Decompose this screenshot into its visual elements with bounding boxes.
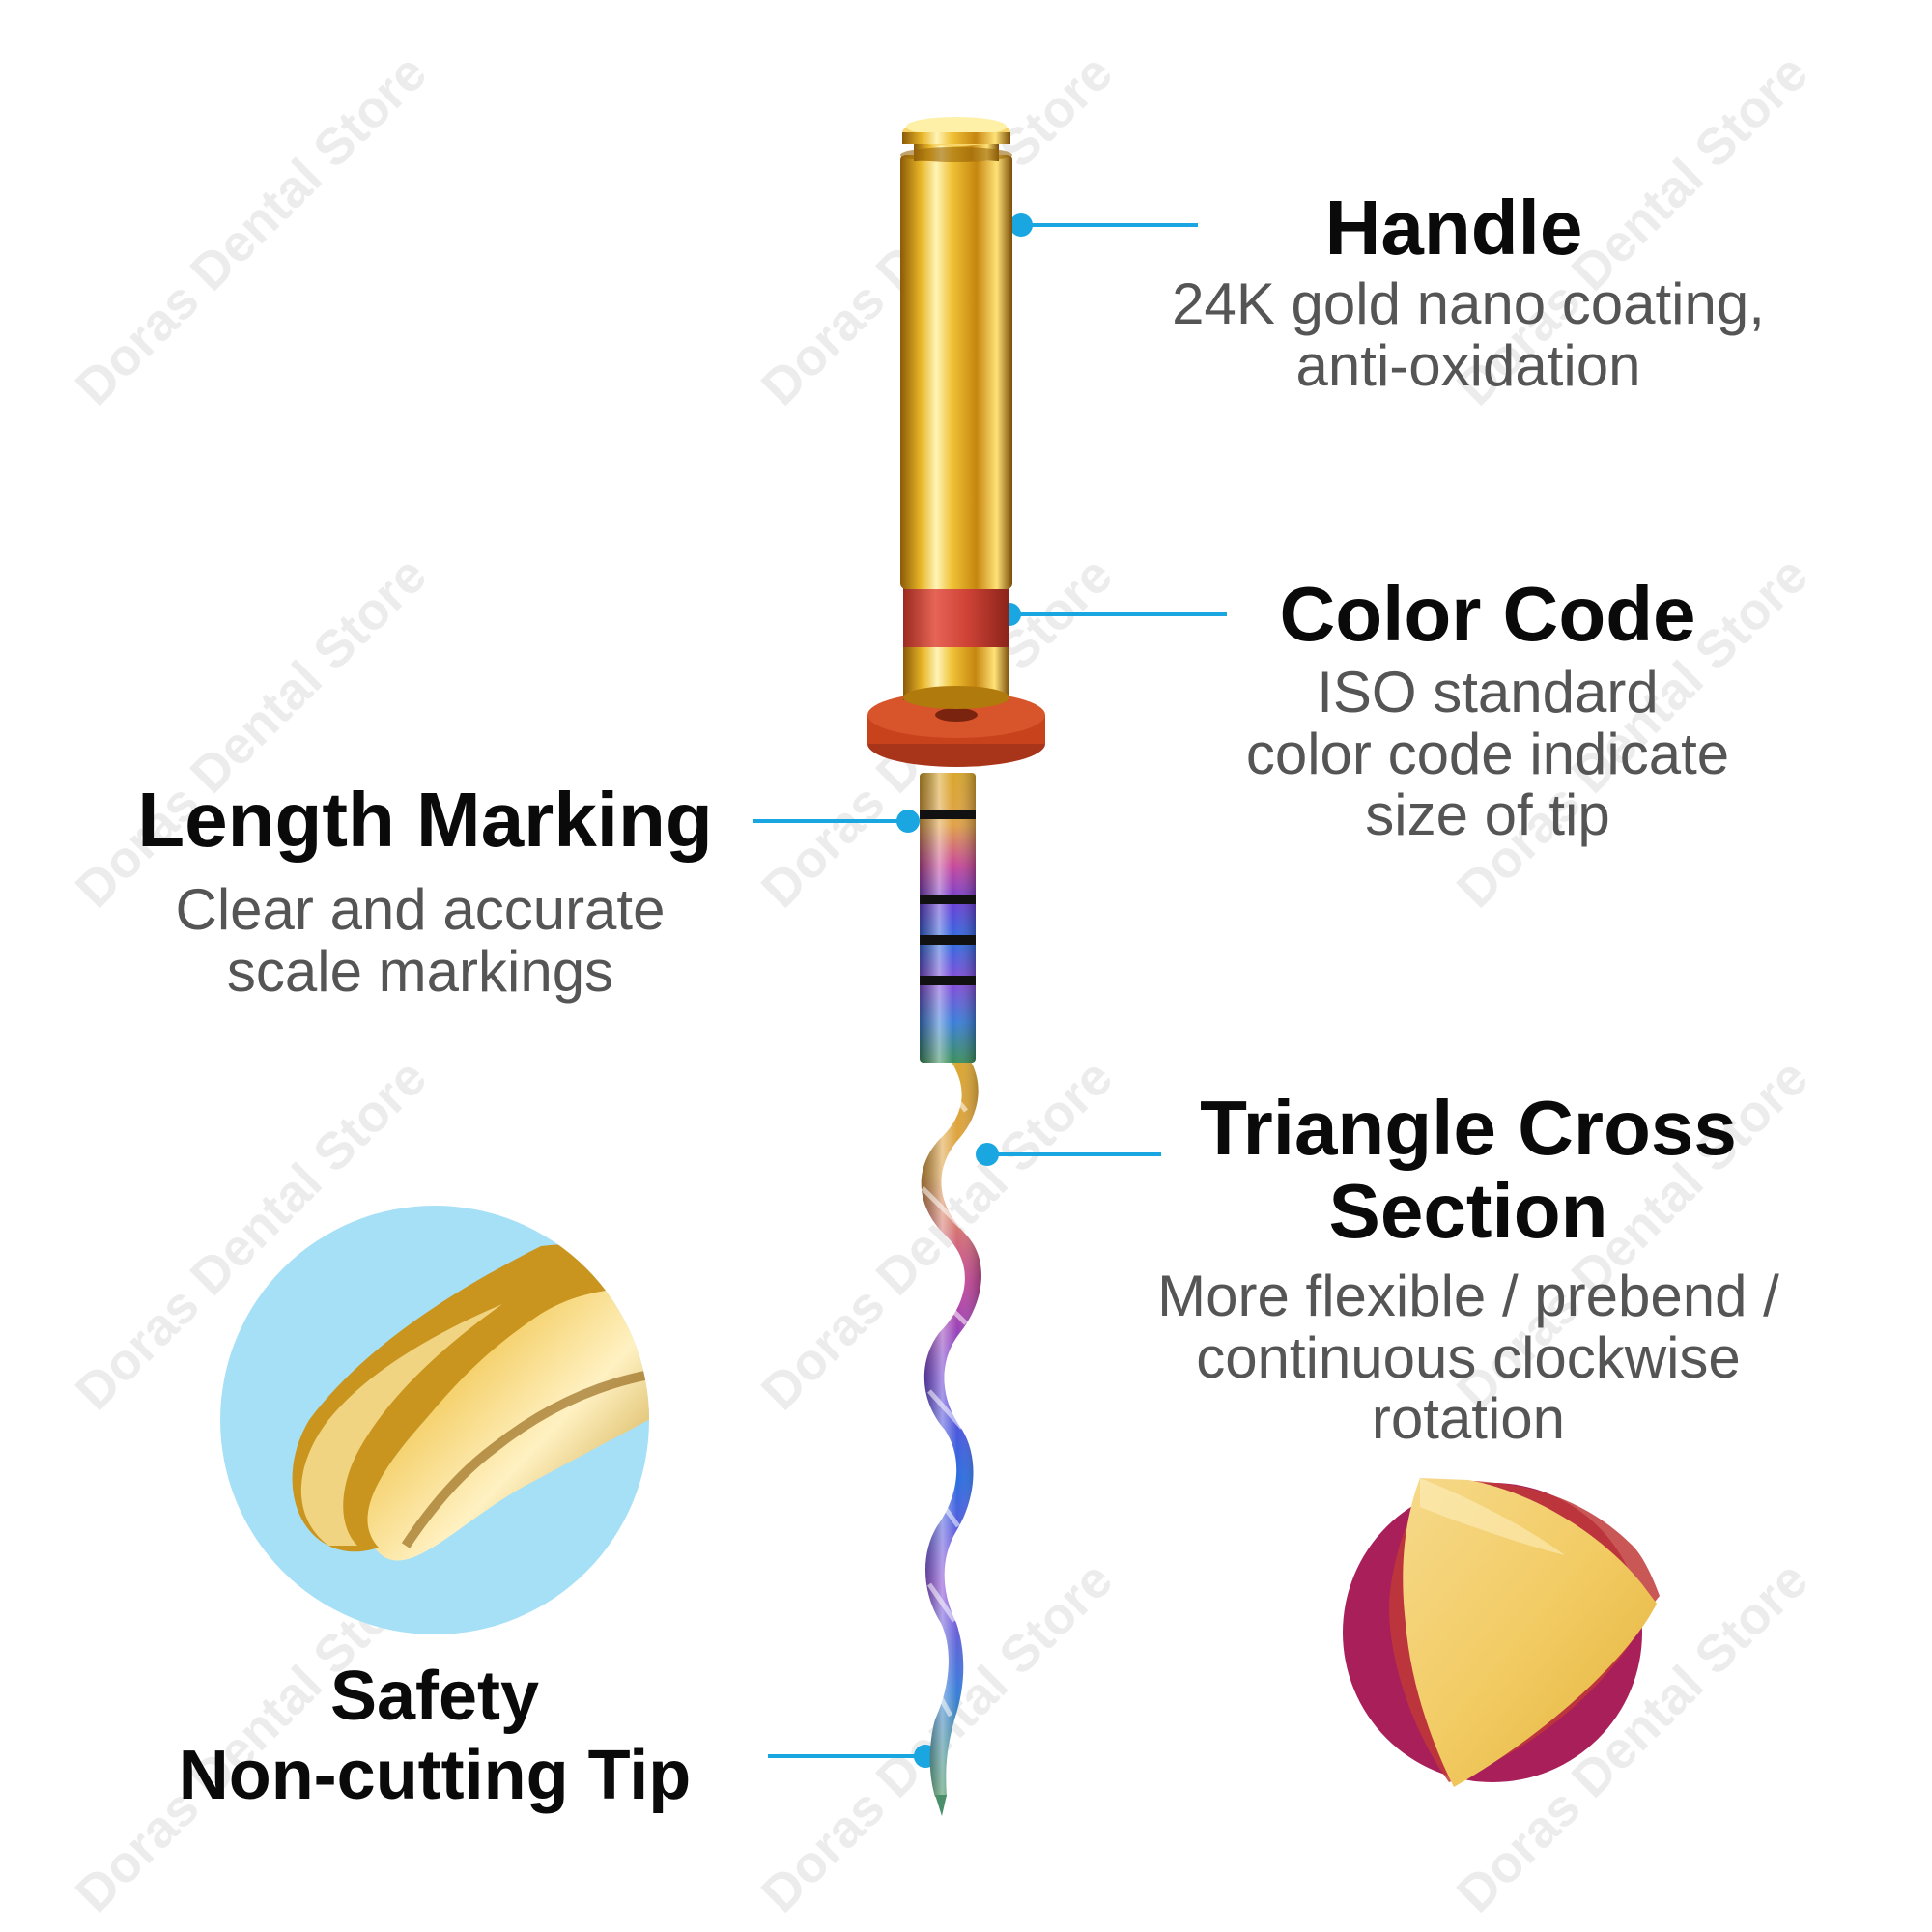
color-code-description-line: ISO standard: [1317, 660, 1659, 724]
handle-description-line: anti-oxidation: [1295, 332, 1641, 398]
handle-description: 24K gold nano coating, anti-oxidation: [1121, 273, 1816, 396]
triangle-cross-section-description: More flexible / prebend / continuous clo…: [1121, 1265, 1816, 1450]
safety-tip-illustration: [220, 1206, 649, 1634]
triangle-description-line: continuous clockwise: [1196, 1324, 1741, 1390]
triangle-cross-section-illustration: [1343, 1478, 1660, 1787]
handle-title: Handle: [1324, 185, 1583, 270]
color-code-description-line: color code indicate: [1245, 721, 1730, 786]
triangle-title-line: Triangle Cross: [1200, 1085, 1737, 1171]
safety-title-line: Safety: [329, 1658, 540, 1735]
handle-description-line: 24K gold nano coating,: [1172, 271, 1765, 336]
triangle-description-line: More flexible / prebend /: [1157, 1264, 1779, 1328]
length-marking-description-line: Clear and accurate: [175, 877, 666, 942]
length-marking-title: Length Marking: [137, 777, 713, 863]
length-marking-description-line: scale markings: [226, 938, 614, 1004]
safety-title-line: Non-cutting Tip: [178, 1737, 692, 1815]
endodontic-file: [867, 117, 1045, 1816]
triangle-description-line: rotation: [1371, 1386, 1566, 1452]
color-code-title: Color Code: [1279, 571, 1696, 657]
color-code-description: ISO standard color code indicate size of…: [1188, 662, 1787, 846]
triangle-title-line: Section: [1328, 1168, 1608, 1255]
length-marking-description: Clear and accurate scale markings: [145, 879, 696, 1002]
color-code-description-line: size of tip: [1365, 782, 1610, 848]
triangle-cross-section-title: Triangle Cross Section: [1169, 1085, 1768, 1255]
safety-tip-title: Safety Non-cutting Tip: [145, 1657, 724, 1815]
